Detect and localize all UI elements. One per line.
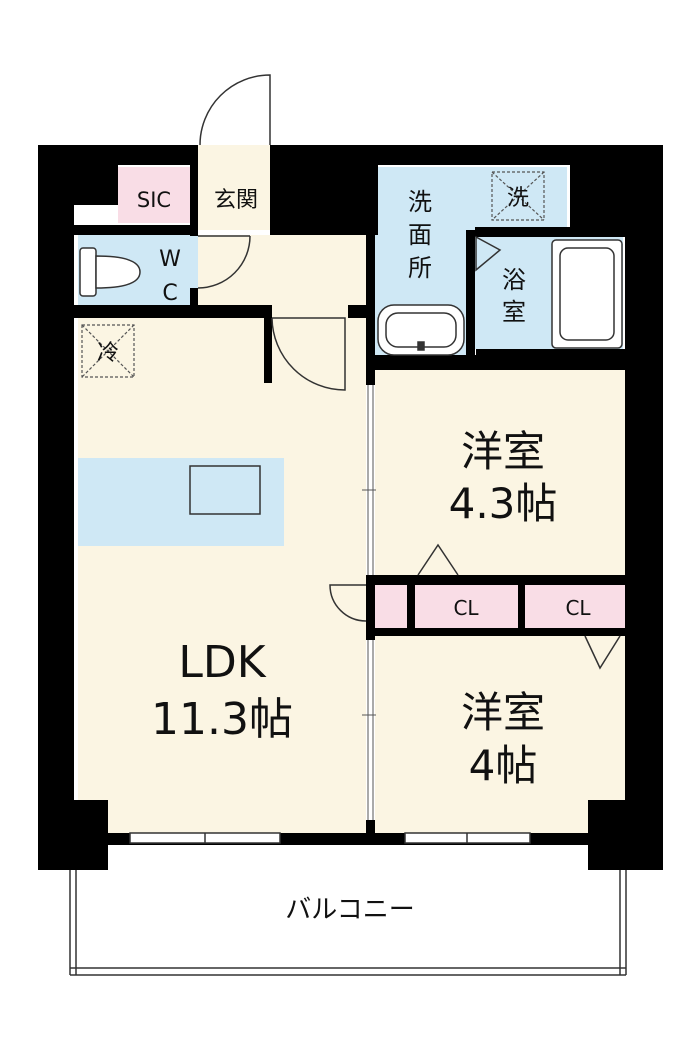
sliding-doors xyxy=(362,385,376,820)
closet-a-label: CL xyxy=(453,596,479,620)
washer-icon xyxy=(491,171,545,221)
sic-label: SIC xyxy=(137,188,171,212)
closet-left xyxy=(375,585,407,628)
fridge-icon xyxy=(81,324,135,378)
door-swing-icon xyxy=(197,74,621,670)
bathtub-icon xyxy=(551,239,623,349)
sic-floor xyxy=(118,167,190,223)
bath-label-2: 室 xyxy=(502,298,526,326)
closet-a-floor xyxy=(415,585,518,628)
bath-label-1: 浴 xyxy=(502,266,526,294)
washer-label: 洗 xyxy=(507,186,529,211)
washroom-label-1: 洗 xyxy=(408,188,432,216)
western-a-name: 洋室 xyxy=(461,427,545,476)
sink-icon xyxy=(377,304,465,356)
balcony-label: バルコニー xyxy=(285,895,414,925)
balcony xyxy=(69,870,627,976)
hall-floor xyxy=(198,235,368,310)
western-a-size: 4.3帖 xyxy=(449,479,558,528)
western-a-floor xyxy=(375,370,631,575)
ldk-name: LDK xyxy=(178,637,266,688)
washer-area xyxy=(475,167,567,227)
ldk-floor xyxy=(78,318,366,833)
wc-label-2: C xyxy=(162,281,177,306)
fridge-label: 冷 xyxy=(97,341,119,366)
washroom-label-2: 面 xyxy=(408,221,432,249)
washroom-label-3: 所 xyxy=(408,254,432,282)
window-icon xyxy=(129,832,531,844)
closet-b-label: CL xyxy=(565,596,591,620)
entrance-label: 玄関 xyxy=(214,188,258,213)
ldk-size: 11.3帖 xyxy=(151,694,293,745)
western-b-name: 洋室 xyxy=(461,688,545,737)
wc-label-1: W xyxy=(159,247,181,272)
toilet-icon xyxy=(79,247,141,297)
openings xyxy=(190,145,375,820)
western-b-size: 4帖 xyxy=(469,741,538,790)
walls xyxy=(38,145,663,870)
closet-b-floor xyxy=(525,585,631,628)
entrance-floor xyxy=(198,160,270,230)
kitchen-counter xyxy=(78,458,284,546)
